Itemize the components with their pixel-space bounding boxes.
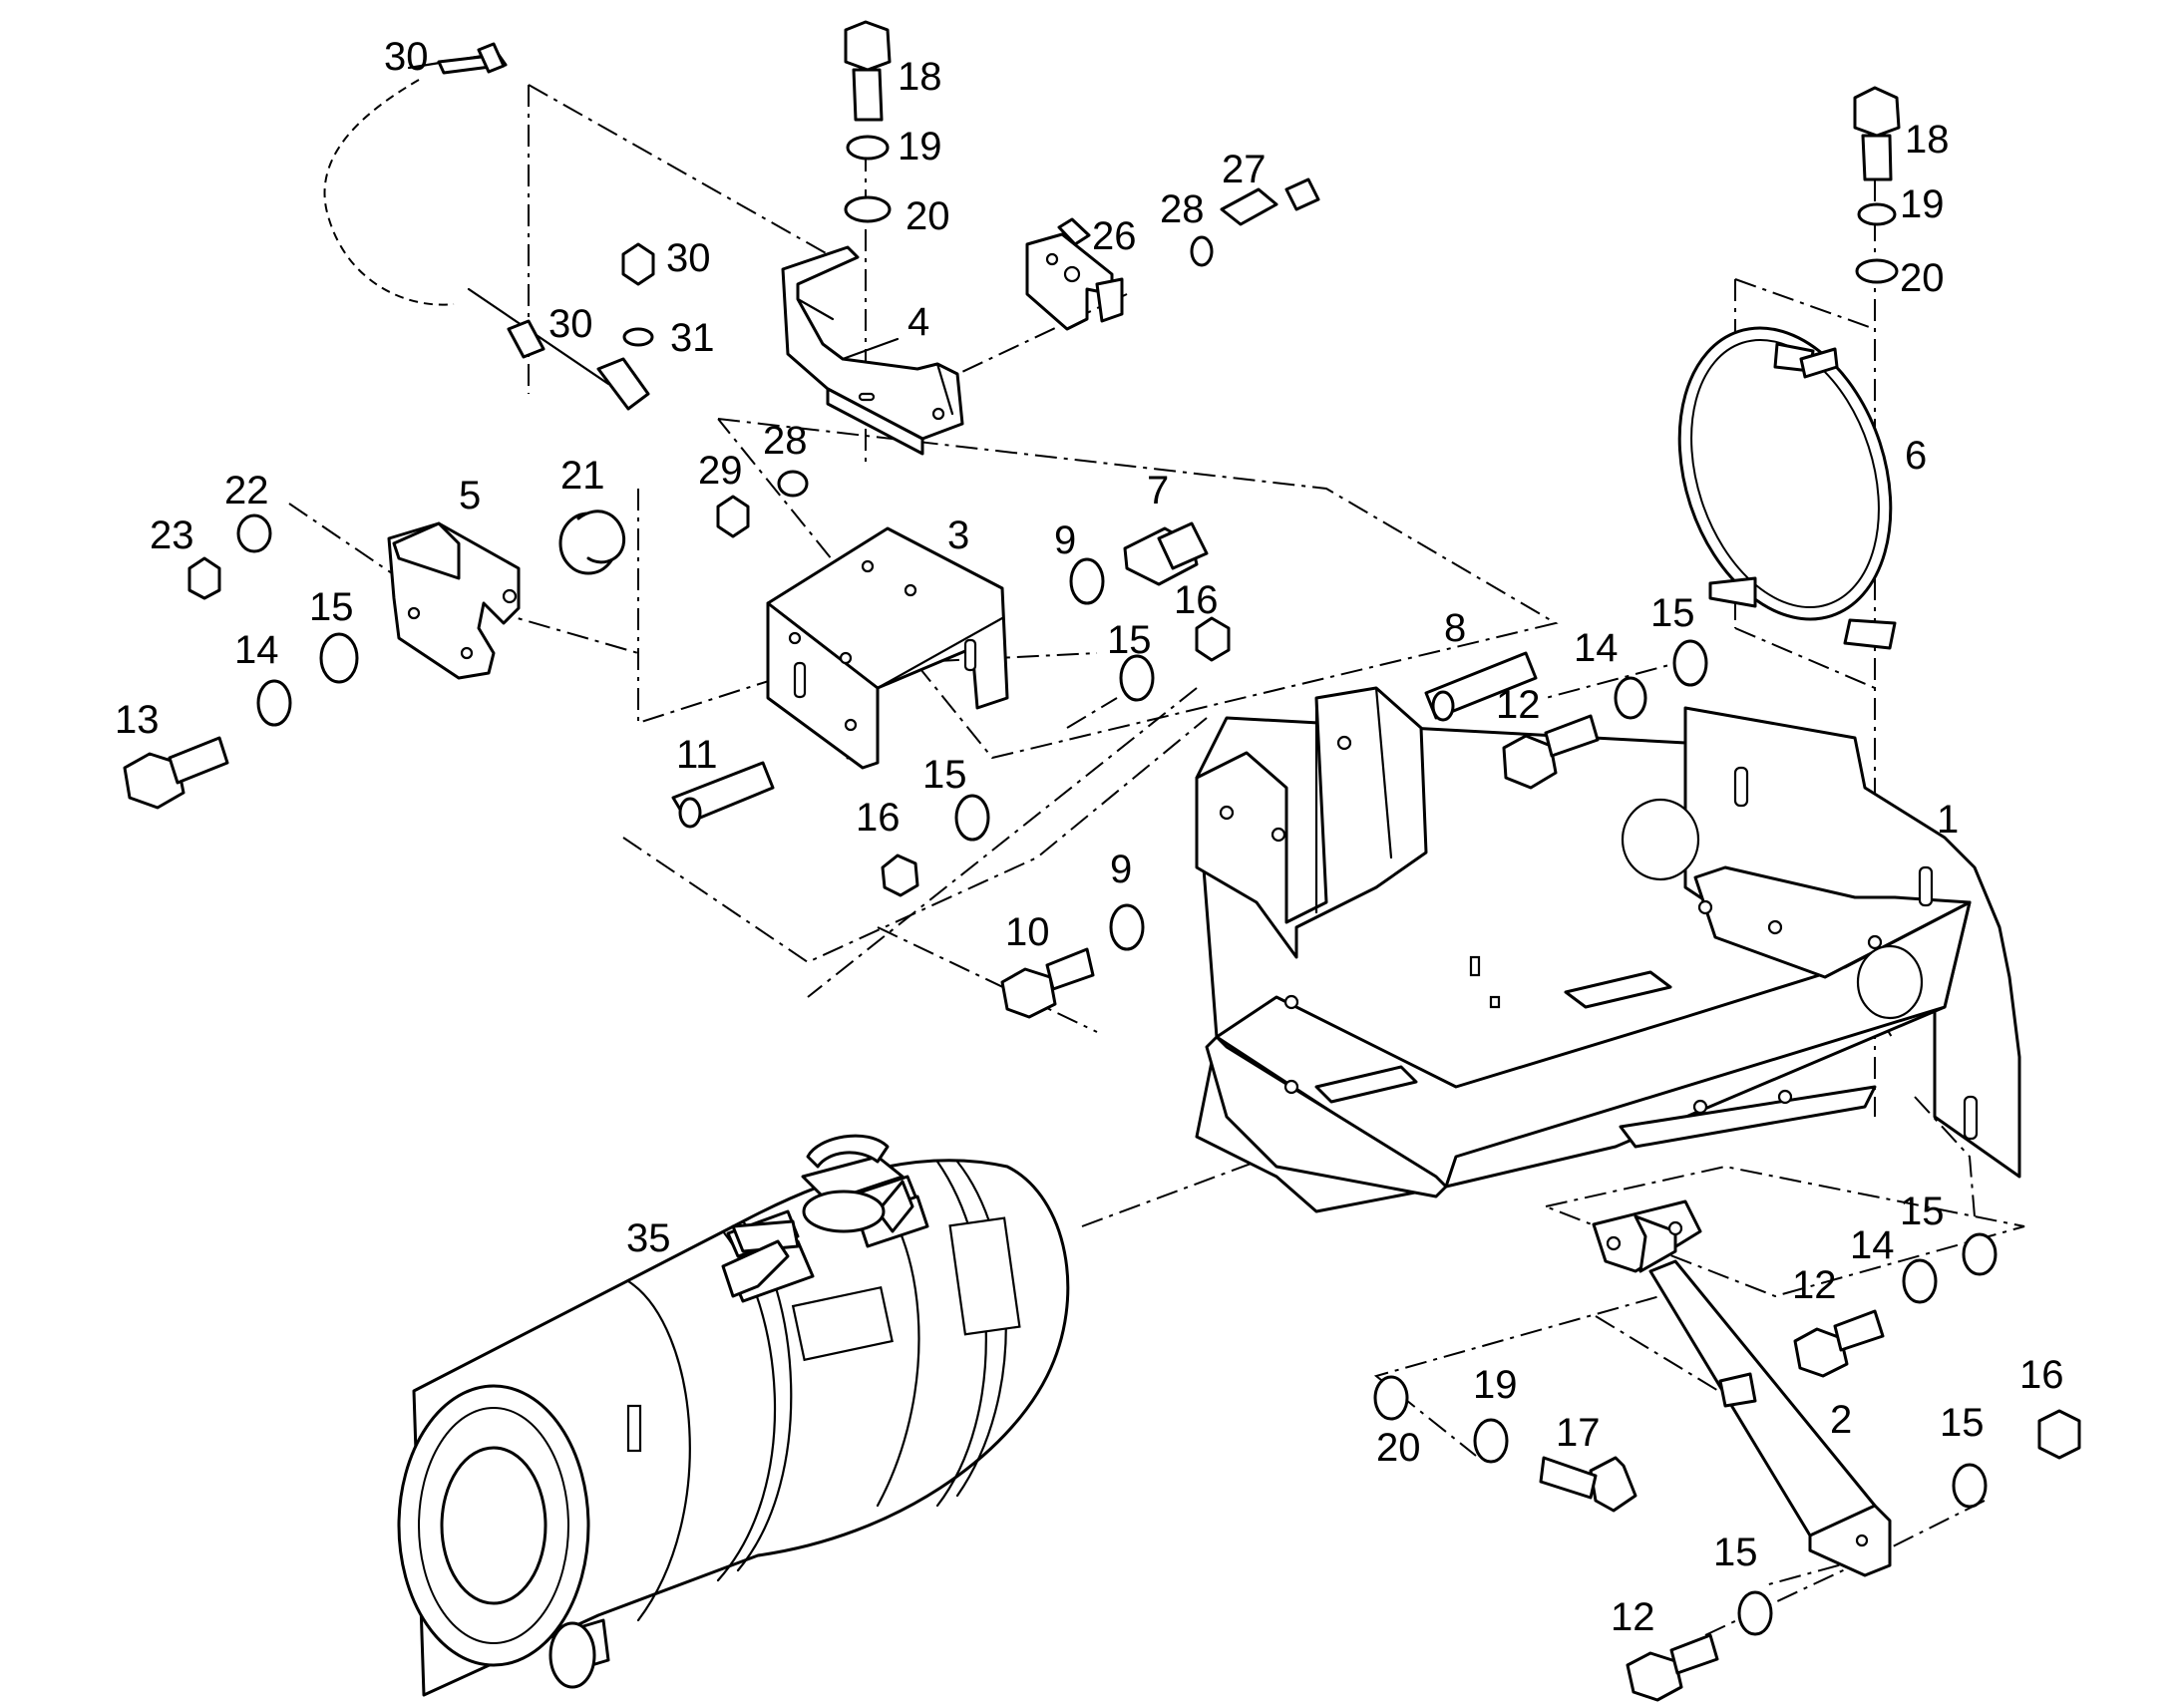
callout-19: 19 — [1473, 1363, 1518, 1407]
callout-19: 19 — [898, 125, 942, 169]
part-26-bracket — [1025, 217, 1124, 331]
callout-14: 14 — [1574, 626, 1619, 670]
callout-19: 19 — [1900, 182, 1945, 226]
callout-16: 16 — [1174, 578, 1219, 622]
part-5-bracket — [387, 521, 521, 680]
part-2-strut — [1592, 1199, 1892, 1577]
callout-15: 15 — [1713, 1531, 1758, 1574]
callout-8: 8 — [1444, 606, 1466, 650]
callout-15: 15 — [309, 585, 354, 629]
part-4-bracket — [781, 245, 964, 456]
callout-15: 15 — [1650, 591, 1695, 635]
callout-20: 20 — [1900, 256, 1945, 300]
callout-5: 5 — [459, 474, 481, 517]
callout-14: 14 — [234, 628, 279, 672]
callout-11: 11 — [676, 733, 718, 777]
callout-14: 14 — [1850, 1223, 1895, 1267]
callout-3: 3 — [947, 513, 969, 557]
part-35-silencer — [397, 1134, 1070, 1697]
callout-7: 7 — [1147, 469, 1169, 512]
callout-18: 18 — [1905, 118, 1950, 162]
callout-30: 30 — [384, 35, 429, 79]
callout-labels: 30 18 19 20 26 28 27 18 19 20 30 30 31 4… — [115, 35, 2064, 1639]
callout-30: 30 — [548, 302, 593, 346]
callout-1: 1 — [1937, 798, 1959, 842]
callout-18: 18 — [898, 55, 942, 99]
callout-15: 15 — [922, 753, 967, 797]
callout-13: 13 — [115, 698, 160, 742]
callout-10: 10 — [1005, 910, 1050, 954]
callout-17: 17 — [1556, 1411, 1601, 1455]
callout-12: 12 — [1792, 1263, 1837, 1307]
callout-26: 26 — [1092, 214, 1137, 258]
callout-21: 21 — [560, 454, 605, 498]
callout-29: 29 — [698, 449, 743, 493]
control-cable — [323, 42, 650, 411]
callout-6: 6 — [1905, 434, 1927, 478]
callout-20: 20 — [906, 194, 950, 238]
callout-16: 16 — [2019, 1353, 2064, 1397]
callout-20: 20 — [1376, 1426, 1421, 1470]
callout-15: 15 — [1900, 1190, 1945, 1233]
callout-4: 4 — [908, 300, 929, 344]
callout-16: 16 — [856, 796, 901, 840]
callout-9: 9 — [1054, 518, 1076, 562]
callout-15: 15 — [1940, 1401, 1985, 1445]
nuts-and-washers — [187, 135, 2081, 1636]
callout-23: 23 — [150, 513, 194, 557]
callout-9: 9 — [1110, 848, 1132, 891]
part-6-clamp-band — [1677, 326, 1897, 650]
tube-bracket — [1195, 686, 1428, 959]
bolts — [123, 20, 1901, 1702]
spacer-tubes — [671, 651, 1538, 829]
callout-12: 12 — [1611, 1595, 1655, 1639]
callout-28: 28 — [763, 419, 808, 463]
callout-2: 2 — [1830, 1398, 1852, 1442]
callout-30: 30 — [666, 236, 711, 280]
callout-12: 12 — [1496, 683, 1541, 727]
callout-22: 22 — [224, 469, 269, 512]
callout-15: 15 — [1107, 618, 1152, 662]
callout-28: 28 — [1160, 187, 1205, 231]
callout-31: 31 — [670, 316, 715, 360]
callout-27: 27 — [1222, 148, 1267, 191]
part-3-u-bracket — [766, 526, 1009, 770]
callout-35: 35 — [626, 1216, 671, 1260]
